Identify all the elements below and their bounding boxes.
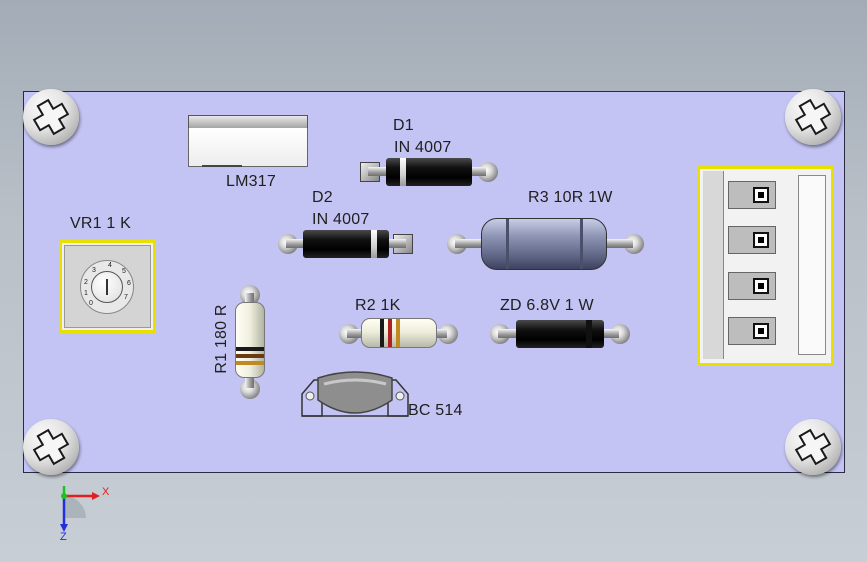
- screw-head-icon: [23, 89, 79, 145]
- screw-head-icon: [785, 419, 841, 475]
- terminal-slot[interactable]: [728, 272, 776, 300]
- dial-mark: 4: [108, 262, 112, 269]
- dial-mark: 3: [92, 267, 96, 274]
- trimmer-vr1[interactable]: 0 1 2 3 4 5 6 7: [59, 240, 156, 333]
- axis-z-label: Z: [60, 531, 67, 543]
- regulator-lm317[interactable]: [188, 115, 308, 167]
- vr1-label: VR1 1 K: [70, 215, 131, 232]
- dial-mark: 7: [124, 294, 128, 301]
- axis-x-label: X: [102, 486, 110, 498]
- terminal-slot[interactable]: [728, 181, 776, 209]
- zd-label: ZD 6.8V 1 W: [500, 297, 594, 314]
- axis-triad: X Z: [50, 482, 120, 544]
- r1-label: R1 180 R: [213, 304, 230, 374]
- transistor-bc514[interactable]: [300, 370, 410, 425]
- dial-mark: 6: [127, 280, 131, 287]
- d1-ref-label: D1: [393, 117, 414, 134]
- transistor-label: BC 514: [408, 402, 463, 419]
- dial-mark: 1: [84, 290, 88, 297]
- trimmer-dial-icon[interactable]: [91, 271, 123, 303]
- dial-mark: 2: [84, 279, 88, 286]
- dial-mark: 5: [122, 268, 126, 275]
- r3-label: R3 10R 1W: [528, 189, 613, 206]
- terminal-slot[interactable]: [728, 317, 776, 345]
- screw-head-icon: [785, 89, 841, 145]
- trimmer-scale: 0 1 2 3 4 5 6 7: [84, 262, 131, 307]
- r2-label: R2 1K: [355, 297, 401, 314]
- terminal-slot[interactable]: [728, 226, 776, 254]
- dial-mark: 0: [89, 300, 93, 307]
- regulator-label: LM317: [226, 173, 276, 190]
- d2-ref-label: D2: [312, 189, 333, 206]
- terminal-connector[interactable]: [697, 166, 834, 366]
- screw-head-icon: [23, 419, 79, 475]
- d2-value-label: IN 4007: [312, 211, 370, 228]
- d1-value-label: IN 4007: [394, 139, 452, 156]
